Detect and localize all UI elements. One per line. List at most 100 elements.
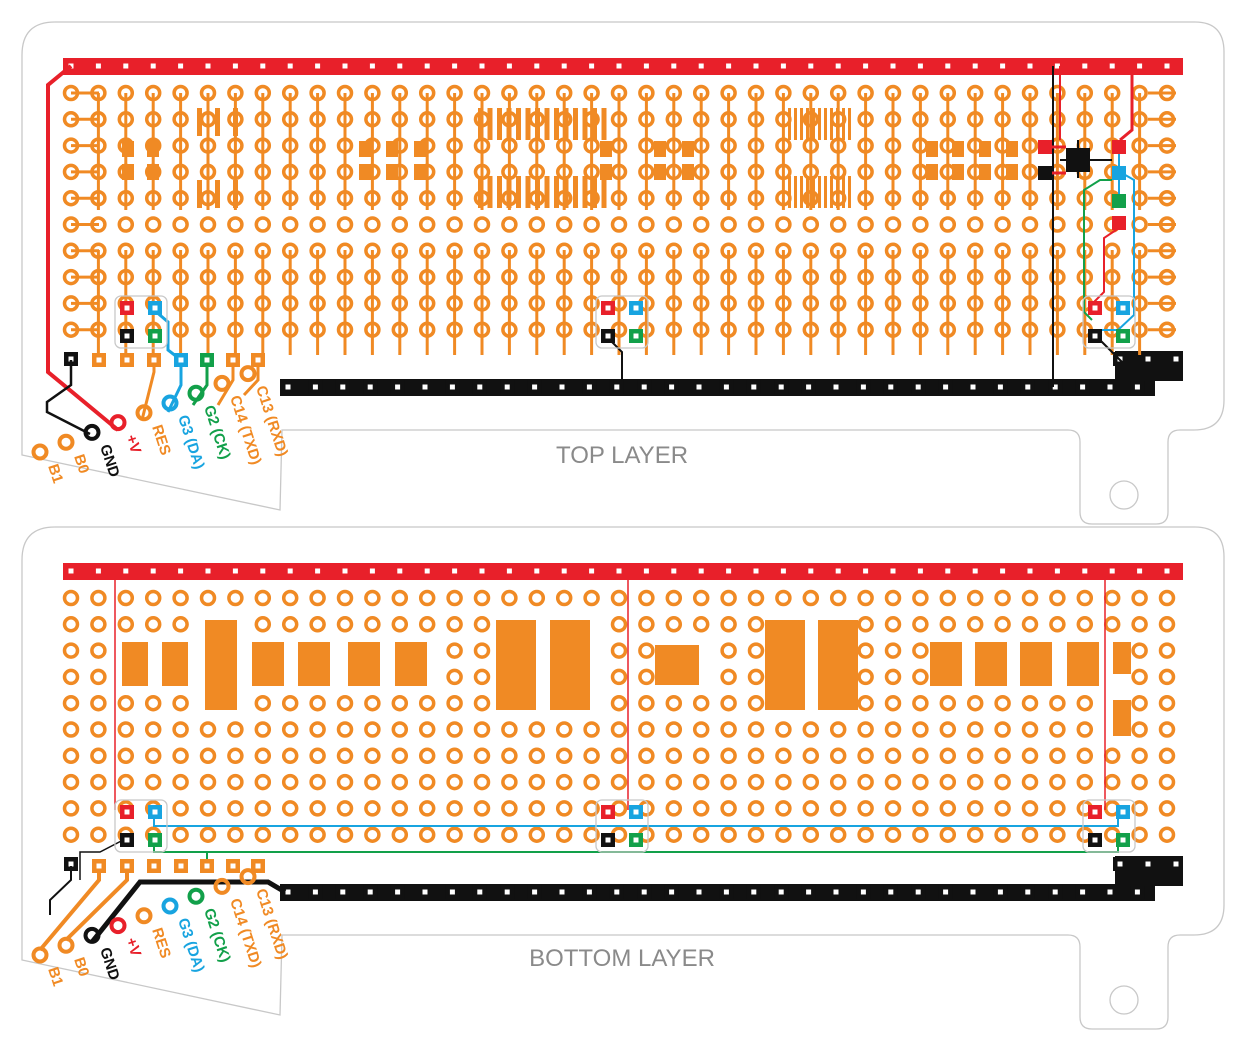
header-pin-c14-txd- [213,877,231,895]
pad [528,826,546,843]
pad [501,747,518,765]
header-pin-b0 [57,433,75,451]
pad [857,111,874,128]
pad [281,268,299,286]
pad [747,189,765,207]
pad [172,111,189,128]
pad [638,773,655,791]
header-pin-gnd [83,926,101,944]
pad [857,642,874,659]
pad [473,642,491,659]
pad [254,694,272,712]
pad [638,268,655,286]
pad [994,694,1011,712]
pad [692,800,710,817]
pad [884,268,902,286]
pad [473,800,491,817]
pad [610,589,628,607]
pad [336,826,354,843]
header-pin-c13-rxd- [239,868,257,886]
pad [638,84,655,102]
pad [227,321,244,338]
pad [391,216,409,233]
pad [309,295,326,312]
pad [391,189,409,207]
pad [336,800,354,817]
pad [446,189,463,207]
pad [720,268,737,286]
pad [418,295,436,312]
pad [528,773,546,791]
pad [418,84,436,102]
pad [747,747,765,765]
pad [1131,800,1148,817]
pad [62,800,80,817]
pad [172,321,189,338]
pad [692,268,710,286]
pad [62,216,80,233]
pad [829,589,847,607]
pad [1158,295,1176,312]
pad [1021,268,1039,286]
pad [747,216,765,233]
pad [117,216,135,233]
pad [1103,268,1121,286]
pad [1158,694,1176,712]
pad [884,668,902,686]
pad [254,826,272,843]
pad [583,137,600,154]
pad [336,747,354,765]
pad [1103,84,1121,102]
pad [1131,721,1148,738]
pad [583,721,600,738]
pad [966,111,984,128]
connector-outline [595,295,649,349]
pad [1049,747,1066,765]
pad [90,747,107,765]
pad [90,137,107,154]
pad [418,800,436,817]
pad [473,721,491,738]
pad [391,295,409,312]
pad [199,721,217,738]
pad [117,747,135,765]
pad [665,616,683,633]
pad [473,694,491,712]
pad [364,694,381,712]
pad [912,189,929,207]
pad [1158,189,1176,207]
pad [391,321,409,338]
pad [747,800,765,817]
pad [1076,721,1094,738]
connector-outline [1082,295,1136,349]
pad [528,747,546,765]
pad [227,163,244,181]
pad [227,747,244,765]
pad [90,721,107,738]
pad [62,268,80,286]
pad [254,189,272,207]
pad [638,616,655,633]
pad [583,216,600,233]
pad [555,826,573,843]
pad [829,773,847,791]
pad [336,321,354,338]
pad [1021,84,1039,102]
pad [281,295,299,312]
pad [555,321,573,338]
pad [473,826,491,843]
pad [555,216,573,233]
pad [391,694,409,712]
pad [309,747,326,765]
pad [281,694,299,712]
pad [665,84,683,102]
pad [1131,694,1148,712]
header-pin--v [109,414,127,432]
pad [336,242,354,260]
pad [391,111,409,128]
pad [692,694,710,712]
pad [172,721,189,738]
pad [966,694,984,712]
pad [802,800,820,817]
pad [994,189,1011,207]
